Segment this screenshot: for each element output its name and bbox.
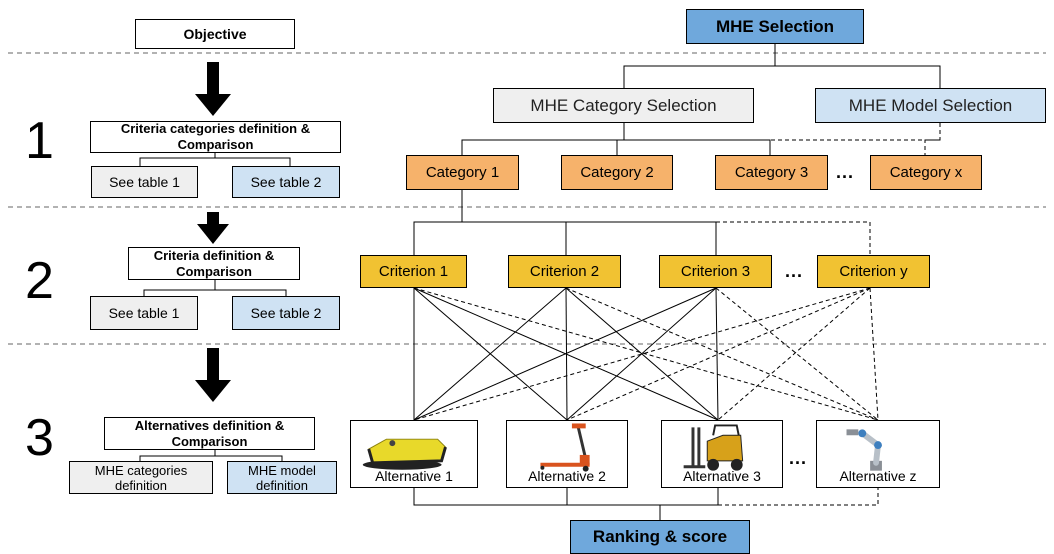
criterion-box: Criterion y <box>817 255 930 288</box>
robot-arm-icon <box>846 429 882 471</box>
alternative-label: Alternative z <box>839 468 917 484</box>
mhe-selection-box: MHE Selection <box>686 9 864 44</box>
see-table-1-box: See table 1 <box>90 296 198 330</box>
objective-box: Objective <box>135 19 295 49</box>
mhe-model-selection-box: MHE Model Selection <box>815 88 1046 123</box>
mhe-category-selection-box: MHE Category Selection <box>493 88 754 123</box>
tree-top <box>623 44 941 88</box>
tree-categories <box>461 123 771 155</box>
step-number-2: 2 <box>25 252 54 310</box>
alternative-box: Alternative 3 <box>661 420 783 488</box>
criterion-box: Criterion 3 <box>659 255 772 288</box>
see-table-2-box: See table 2 <box>232 166 340 198</box>
criteria-definition-box: Criteria definition & Comparison <box>128 247 300 280</box>
criterion-box: Criterion 1 <box>360 255 467 288</box>
alternatives-definition-box: Alternatives definition & Comparison <box>104 417 315 450</box>
see-table-2-box: See table 2 <box>232 296 340 330</box>
tree-ranking <box>413 488 719 520</box>
left-branch-2 <box>143 280 287 296</box>
left-branch-3 <box>139 450 283 461</box>
alternative-box: Alternative 2 <box>506 420 628 488</box>
step-arrow-1 <box>195 62 231 116</box>
forklift-icon <box>683 424 744 471</box>
alternative-label: Alternative 3 <box>683 468 761 484</box>
left-branch-1 <box>139 153 291 166</box>
ellipsis: ... <box>836 162 855 182</box>
agv-robot-icon <box>362 438 447 470</box>
category-box: Category 3 <box>715 155 828 190</box>
alternative-box: Alternative 1 <box>350 420 478 488</box>
category-box: Category x <box>870 155 982 190</box>
category-box: Category 1 <box>406 155 519 190</box>
criteria-categories-definition-box: Criteria categories definition & Compari… <box>90 121 341 153</box>
step-arrow-2 <box>197 212 229 244</box>
alternative-label: Alternative 2 <box>528 468 606 484</box>
category-box: Category 2 <box>561 155 673 190</box>
ellipsis: ... <box>789 448 808 468</box>
tree-criteria <box>413 190 717 255</box>
mhe-categories-definition-box: MHE categories definition <box>69 461 213 494</box>
mhe-model-definition-box: MHE model definition <box>227 461 337 494</box>
alternative-label: Alternative 1 <box>375 468 453 484</box>
criteria-alternative-links <box>413 287 719 421</box>
pallet-jack-icon <box>540 423 590 472</box>
criteria-alternative-dashed-links <box>413 287 879 421</box>
see-table-1-box: See table 1 <box>91 166 198 198</box>
step-number-1: 1 <box>25 112 54 170</box>
alternative-box: Alternative z <box>816 420 940 488</box>
step-number-3: 3 <box>25 409 54 467</box>
criterion-box: Criterion 2 <box>508 255 621 288</box>
step-arrow-3 <box>195 348 231 402</box>
ranking-score-box: Ranking & score <box>570 520 750 554</box>
ellipsis: ... <box>785 261 804 281</box>
